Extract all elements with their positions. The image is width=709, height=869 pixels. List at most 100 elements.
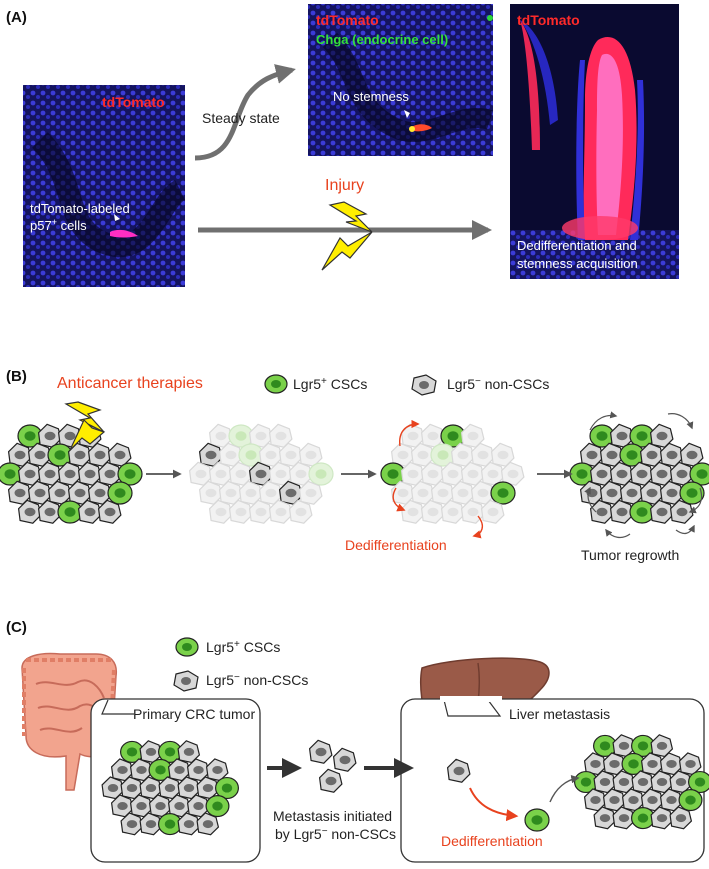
- cell-nucleus: [295, 507, 307, 517]
- panel-b-label: (B): [6, 368, 27, 385]
- cell-nucleus: [487, 507, 499, 517]
- regrowth-arrow: [688, 487, 703, 514]
- cell-nucleus: [628, 759, 639, 769]
- cell-nucleus: [596, 469, 608, 479]
- panel-a-label: (A): [6, 9, 27, 26]
- cell-nucleus: [618, 814, 630, 823]
- cell-nucleus: [609, 796, 620, 805]
- primary-label: Primary CRC tumor: [133, 706, 255, 722]
- micrograph-top: tdTomato Chga (endocrine cell) No stemne…: [308, 4, 494, 156]
- regrowth-arrow: [675, 524, 695, 535]
- cell-nucleus: [255, 431, 267, 441]
- cell-nucleus: [387, 469, 399, 479]
- cell-nucleus: [202, 784, 214, 792]
- cell-nucleus: [64, 431, 76, 441]
- cell-nucleus: [164, 819, 176, 829]
- cell-nucleus: [686, 488, 698, 498]
- cell-nucleus: [34, 488, 46, 498]
- cell-nucleus: [636, 469, 648, 479]
- cell-nucleus: [685, 795, 696, 805]
- cell-nucleus: [467, 469, 479, 479]
- legend-c-csc: Lgr5+ CSCs: [206, 639, 280, 655]
- cell-nucleus: [24, 469, 36, 479]
- cell-nucleus: [54, 450, 66, 460]
- micro-left-tag: tdTomato: [102, 94, 165, 110]
- regrow-arrow-c: [549, 774, 580, 803]
- regrowth-arrow: [605, 528, 631, 539]
- steady-state-arrow: [194, 64, 296, 161]
- cell-nucleus: [590, 759, 601, 768]
- cell-nucleus: [84, 469, 96, 479]
- cell-nucleus: [457, 450, 469, 460]
- cell-nucleus: [656, 469, 668, 479]
- cell-nucleus: [74, 450, 86, 460]
- cell-nucleus: [107, 784, 119, 792]
- cell-nucleus: [656, 741, 668, 750]
- cell-nucleus: [580, 777, 592, 787]
- cell-nucleus: [407, 507, 419, 517]
- legend-b-csc: Lgr5+ CSCs: [293, 376, 367, 392]
- micro-right-tag: tdTomato: [517, 12, 580, 28]
- cell-nucleus: [64, 469, 76, 479]
- cell-nucleus: [124, 469, 136, 479]
- injury-bolt-icon: [328, 201, 373, 233]
- cell-nucleus: [275, 431, 287, 441]
- therapy-bolt-icon: [64, 401, 105, 433]
- micro-right-caption-2: stemness acquisition: [517, 256, 638, 271]
- cell-nucleus: [417, 488, 429, 498]
- dediff-label-b: Dedifferentiation: [345, 537, 447, 553]
- micrograph-right: tdTomato Dedifferentiation and stemness …: [510, 4, 679, 279]
- cell-nucleus: [305, 488, 317, 498]
- tumor-dedifferentiation: [380, 423, 525, 524]
- cell-nucleus: [94, 488, 106, 498]
- cell-nucleus: [24, 507, 36, 517]
- cell-nucleus: [397, 488, 409, 498]
- cell-nucleus: [694, 777, 706, 787]
- liver-label: Liver metastasis: [509, 706, 610, 722]
- cell-nucleus: [295, 469, 307, 479]
- cell-nucleus: [685, 759, 696, 768]
- cell-nucleus: [616, 469, 628, 479]
- cell-nucleus: [596, 431, 608, 441]
- cell-nucleus: [325, 776, 337, 786]
- cell-nucleus: [215, 431, 227, 441]
- cell-nucleus: [164, 747, 176, 757]
- cell-nucleus: [285, 488, 297, 498]
- cell-nucleus: [616, 431, 628, 441]
- metastatic-tumor-cells: [446, 734, 709, 832]
- cell-nucleus: [637, 813, 649, 823]
- cell-nucleus: [245, 488, 257, 498]
- cell-nucleus: [183, 820, 195, 829]
- cell-nucleus: [245, 450, 257, 460]
- cell-nucleus: [457, 488, 469, 498]
- cell-nucleus: [145, 747, 157, 756]
- dediff-arrow-b-1: [399, 419, 420, 447]
- cell-nucleus: [212, 801, 223, 811]
- regrowth-arrow: [589, 411, 618, 431]
- cell-nucleus: [24, 431, 36, 441]
- cell-nucleus: [205, 488, 217, 498]
- cell-nucleus: [114, 488, 126, 498]
- cell-nucleus: [647, 759, 658, 768]
- tumor-after-therapy: [188, 423, 334, 524]
- cell-nucleus: [117, 802, 128, 811]
- cell-nucleus: [609, 759, 620, 768]
- micro-top-tag: tdTomato: [316, 12, 379, 28]
- cell-nucleus: [447, 507, 459, 517]
- cell-nucleus: [675, 814, 687, 823]
- cell-nucleus: [606, 488, 618, 498]
- cell-nucleus: [215, 507, 227, 517]
- cell-nucleus: [686, 450, 698, 460]
- cell-nucleus: [656, 431, 668, 441]
- micro-right-caption-1: Dedifferentiation and: [517, 238, 637, 253]
- cell-nucleus: [4, 469, 16, 479]
- therapy-label: Anticancer therapies: [57, 375, 203, 392]
- dediff-arrow-b-2: [392, 487, 406, 512]
- cell-nucleus: [315, 469, 327, 479]
- cell-nucleus: [447, 431, 459, 441]
- cell-nucleus: [427, 507, 439, 517]
- cell-nucleus: [193, 802, 204, 811]
- dediff-label-c: Dedifferentiation: [441, 833, 543, 849]
- cell-nucleus: [586, 450, 598, 460]
- tumor-before-therapy: [0, 423, 143, 524]
